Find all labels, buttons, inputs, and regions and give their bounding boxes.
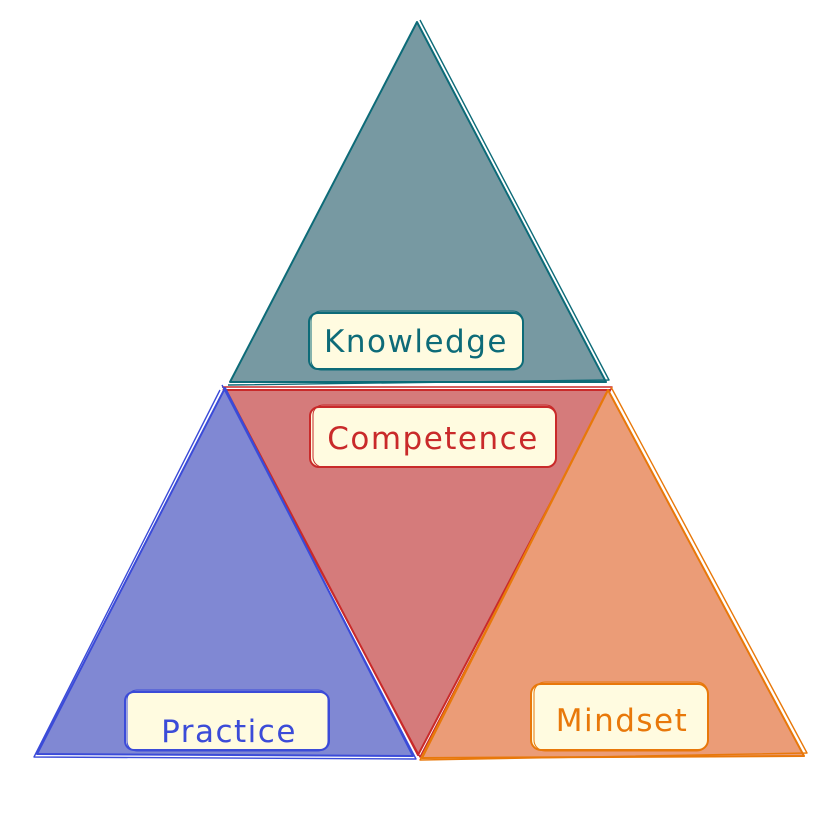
competence-label-text: Competence xyxy=(327,421,539,457)
competence-label: Competence xyxy=(309,404,557,468)
mindset-label-text: Mindset xyxy=(556,703,689,739)
practice-label-text: Practice xyxy=(161,714,297,750)
practice-label: Practice xyxy=(124,689,330,752)
knowledge-label-text: Knowledge xyxy=(324,324,508,360)
mindset-label: Mindset xyxy=(530,681,709,752)
practice-triangle xyxy=(33,384,417,760)
mindset-triangle xyxy=(419,386,808,761)
knowledge-triangle xyxy=(227,19,610,386)
knowledge-label: Knowledge xyxy=(308,310,524,371)
